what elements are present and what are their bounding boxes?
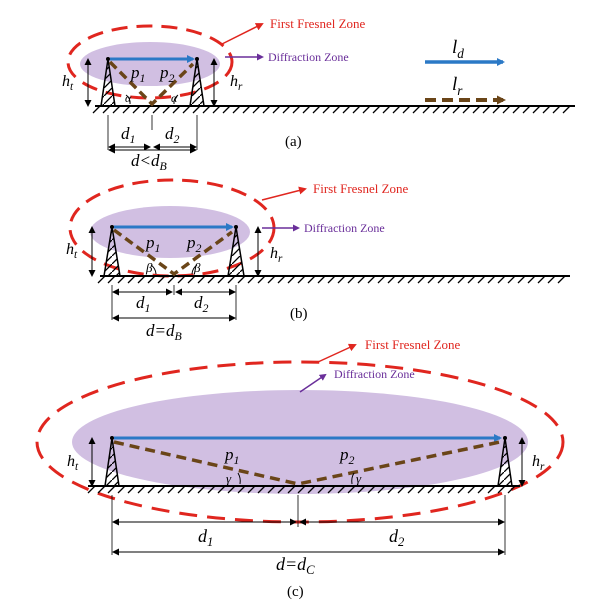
fresnel-zone-a bbox=[66, 24, 234, 100]
reflected-path-c bbox=[113, 440, 501, 486]
d1-label-a: d1 bbox=[121, 124, 135, 146]
diffraction-zone-b bbox=[90, 206, 250, 258]
ground-hatch-b bbox=[97, 275, 566, 284]
legend: ld lr bbox=[425, 37, 506, 105]
diffraction-label-c: Diffraction Zone bbox=[334, 367, 415, 381]
caption-c: (c) bbox=[287, 584, 304, 600]
angle-b-left: β bbox=[145, 260, 153, 275]
legend-reflected-label: lr bbox=[452, 74, 463, 98]
angle-c-left: γ bbox=[226, 471, 232, 486]
ht-label-c: ht bbox=[67, 453, 79, 473]
d2-label-c: d2 bbox=[389, 526, 405, 549]
ht-label-b: ht bbox=[66, 241, 78, 261]
rx-tower-b bbox=[227, 225, 245, 277]
angle-arc-a-right bbox=[173, 94, 179, 105]
d2-label-b: d2 bbox=[194, 293, 209, 315]
tx-tower-a bbox=[100, 57, 116, 107]
p1-label-b: p1 bbox=[145, 233, 160, 255]
caption-a: (a) bbox=[285, 134, 302, 150]
d2-label-a: d2 bbox=[165, 124, 180, 146]
angle-arc-b-left bbox=[150, 264, 157, 275]
panel-c: γ γ p1 p2 ht hr d1 d2 d=dC First Fresnel… bbox=[35, 337, 565, 600]
reflected-path-b bbox=[112, 228, 234, 277]
diffraction-label-a: Diffraction Zone bbox=[268, 50, 349, 64]
rx-tower-a bbox=[189, 57, 205, 107]
angle-b-right: β bbox=[193, 260, 201, 275]
reflected-path-a bbox=[108, 60, 195, 107]
angle-a-left: α bbox=[125, 91, 132, 105]
diffraction-label-b: Diffraction Zone bbox=[304, 221, 385, 235]
angle-arc-c-left bbox=[237, 472, 241, 485]
p1-label-c: p1 bbox=[224, 445, 239, 467]
hr-label-b: hr bbox=[270, 245, 283, 265]
tx-tower-c bbox=[104, 436, 120, 487]
fresnel-label-b: First Fresnel Zone bbox=[313, 181, 409, 196]
fresnel-pointer-c bbox=[317, 343, 357, 363]
angle-c-right: γ bbox=[356, 471, 362, 486]
angle-arc-c-right bbox=[351, 472, 355, 485]
p2-label-b: p2 bbox=[186, 233, 202, 255]
ground-hatch-a bbox=[92, 105, 571, 114]
angle-arc-b-right bbox=[191, 264, 198, 275]
d1-label-c: d1 bbox=[198, 526, 213, 549]
legend-direct-label: ld bbox=[452, 37, 464, 61]
angle-a-right: α bbox=[171, 91, 178, 105]
hr-label-a: hr bbox=[230, 73, 243, 93]
diffraction-zone-a bbox=[80, 42, 220, 86]
panel-a: α α p1 p2 ht hr d1 d2 d<dB First Fresnel… bbox=[62, 16, 575, 173]
p1-label-a: p1 bbox=[130, 63, 145, 85]
ground-hatch-c bbox=[87, 485, 516, 494]
caption-b: (b) bbox=[290, 306, 308, 322]
d1-label-b: d1 bbox=[136, 293, 150, 315]
rx-tower-c bbox=[497, 436, 513, 487]
d-label-b: d=dB bbox=[146, 321, 182, 343]
fresnel-pointer-a bbox=[221, 23, 264, 45]
hr-label-c: hr bbox=[532, 453, 545, 473]
p2-label-c: p2 bbox=[339, 445, 355, 467]
fresnel-label-a: First Fresnel Zone bbox=[270, 16, 366, 31]
fresnel-pointer-b bbox=[261, 186, 307, 201]
p2-label-a: p2 bbox=[159, 63, 175, 85]
d-label-c: d=dC bbox=[276, 554, 315, 577]
d-label-a: d<dB bbox=[131, 151, 167, 173]
fresnel-label-c: First Fresnel Zone bbox=[365, 337, 461, 352]
ht-label-a: ht bbox=[62, 73, 74, 93]
angle-arc-a-left bbox=[125, 94, 131, 105]
diffraction-pointer-c bbox=[299, 373, 327, 393]
tx-tower-b bbox=[103, 225, 121, 277]
diffraction-zone-c bbox=[72, 390, 528, 494]
panel-b: β β p1 p2 ht hr d1 d2 d=dB First Fresnel… bbox=[66, 178, 570, 343]
